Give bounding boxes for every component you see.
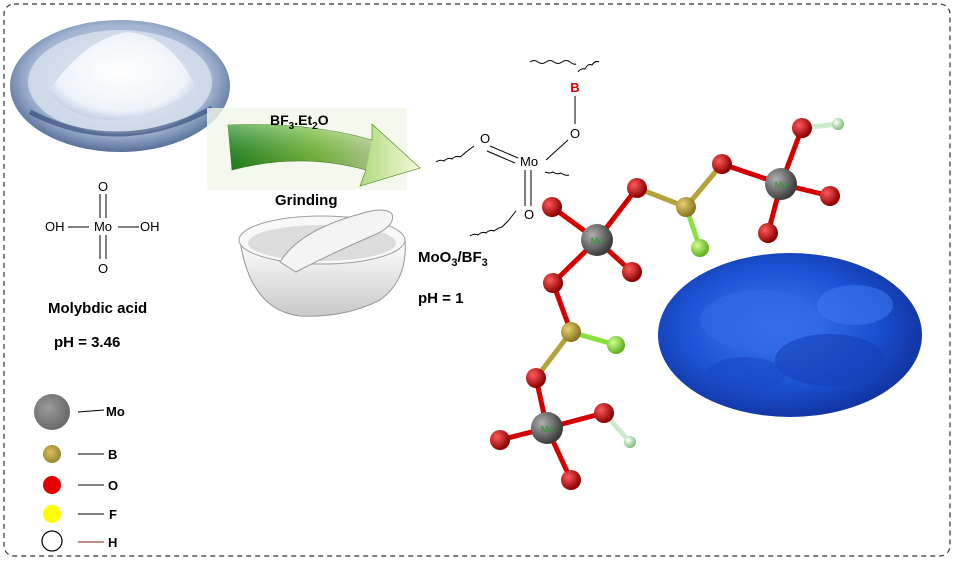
mo-atom-label: Mo: [541, 424, 554, 434]
method-label: Grinding: [275, 192, 338, 209]
mo-atom-label: Mo: [775, 180, 788, 190]
product-schematic: B O Mo O O: [436, 61, 599, 237]
legend-swatch-o: [43, 476, 61, 494]
legend-label-o: O: [108, 478, 118, 493]
legend-label-f: F: [109, 507, 117, 522]
hydroxyl-right-label: OH: [140, 219, 160, 234]
oxygen-bridge-label: O: [570, 126, 580, 141]
mortar-pestle-photo: [239, 210, 405, 316]
molybdic-acid-photo: [10, 20, 230, 152]
blue-powder-photo: [658, 253, 922, 417]
legend-swatch-f: [43, 505, 61, 523]
oxo-top-label: O: [98, 179, 108, 194]
reagent-ph: pH = 3.46: [54, 334, 120, 351]
mo-atom-label: Mo: [591, 236, 604, 246]
oxygen-lower-label: O: [524, 207, 534, 222]
product-formula: MoO3/BF3: [418, 249, 488, 269]
reagent-name: Molybdic acid: [48, 300, 147, 317]
legend-label-b: B: [108, 447, 117, 462]
legend-swatch-mo: [34, 394, 70, 430]
mo-product-label: Mo: [520, 154, 538, 169]
product-ph: pH = 1: [418, 290, 463, 307]
atom-legend: Mo B O F H: [34, 394, 125, 551]
legend-label-mo: Mo: [106, 404, 125, 419]
hydroxyl-left-label: OH: [45, 219, 65, 234]
legend-label-h: H: [108, 535, 117, 550]
legend-swatch-h: [42, 531, 62, 551]
oxo-bottom-label: O: [98, 261, 108, 276]
boron-label: B: [570, 80, 579, 95]
molybdic-acid-structure: O OH Mo OH O: [45, 179, 160, 276]
mo-center-label: Mo: [94, 219, 112, 234]
oxygen-upper-left-label: O: [480, 131, 490, 146]
legend-swatch-b: [43, 445, 61, 463]
